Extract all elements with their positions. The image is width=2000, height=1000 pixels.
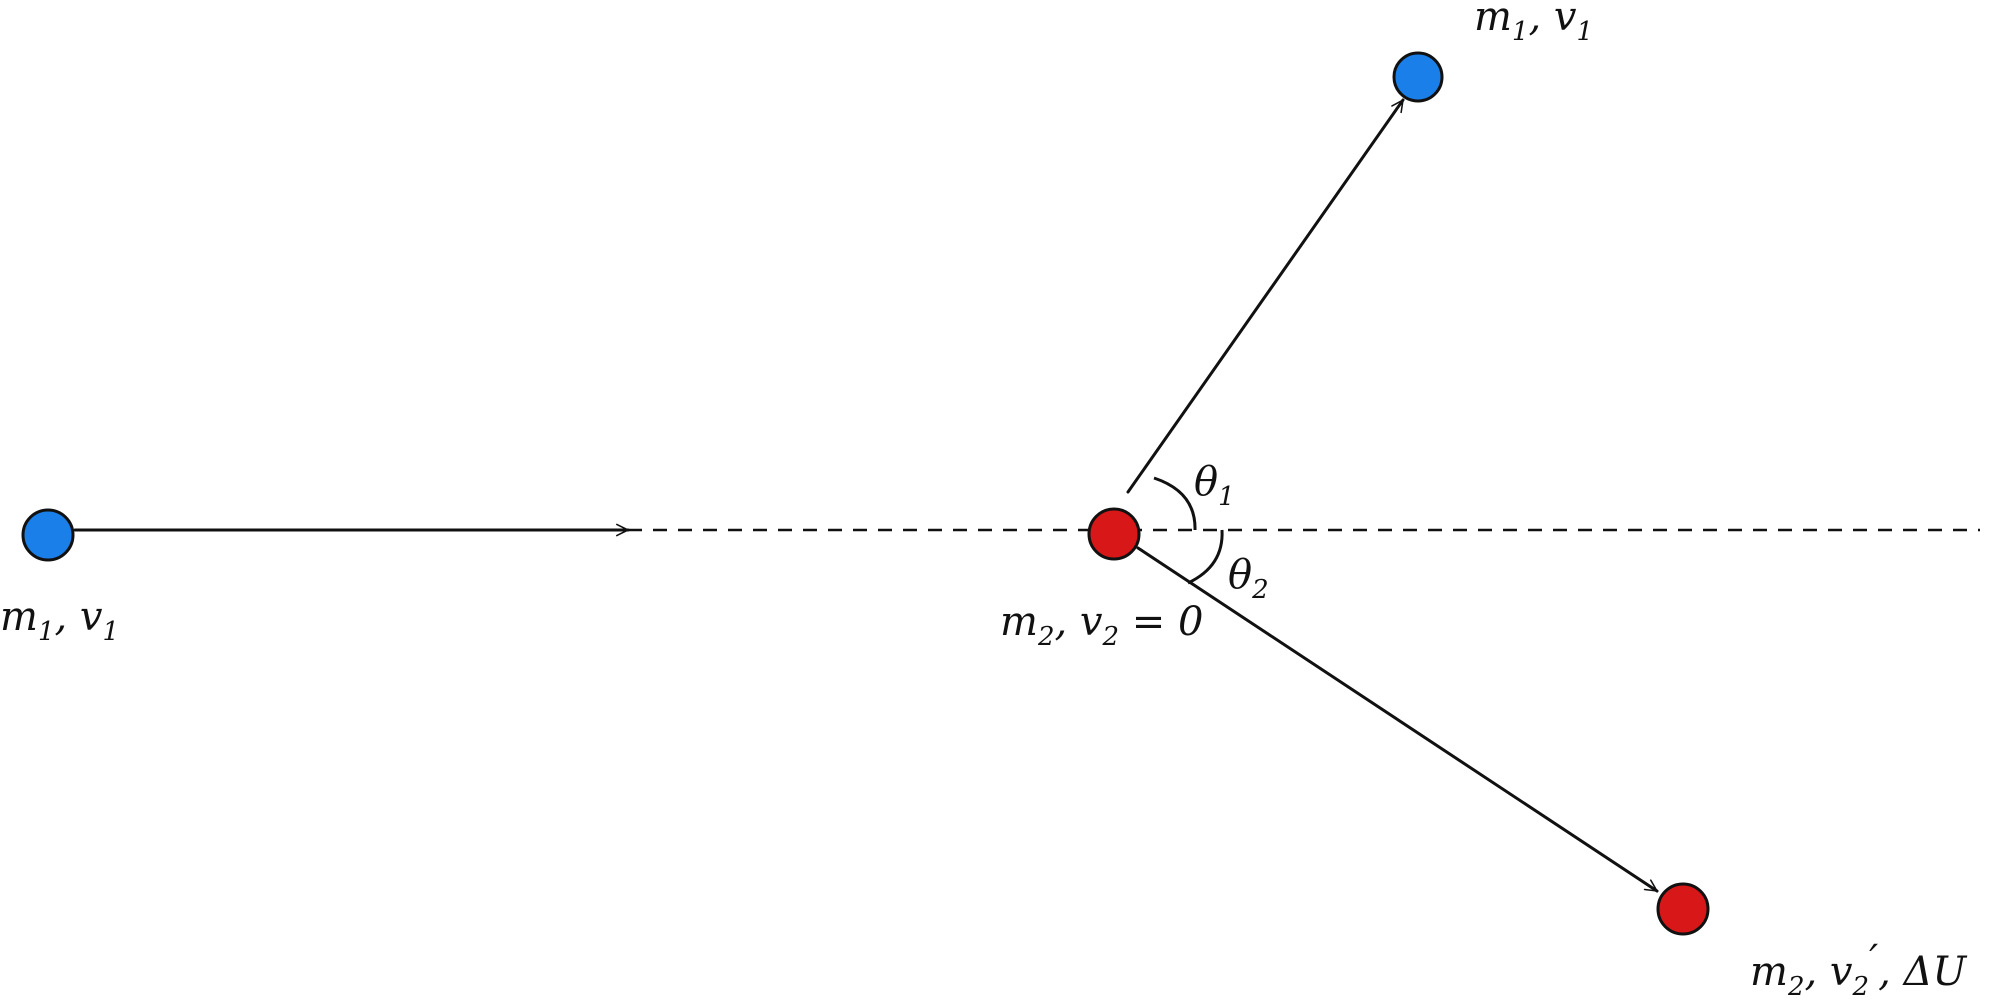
label-target-m2: m2, v2 = 0 (1000, 599, 1203, 652)
label-initial-m1: m1, v1 (0, 594, 119, 647)
label-scattered-m1: m1, v1′ (1474, 0, 1602, 47)
recoil-m2-velocity-arrow (1136, 546, 1659, 893)
ball-m2-recoil (1656, 882, 1710, 936)
scattered-m1-velocity-arrow (1126, 98, 1405, 494)
theta1-angle-arc (1153, 476, 1197, 531)
ball-m1-initial (21, 508, 75, 562)
label-theta1: θ1 (1194, 459, 1235, 512)
label-recoil-m2: m2, v2′, ΔU (1750, 937, 1967, 1000)
ball-m1-scattered (1392, 51, 1444, 103)
ball-m2-target (1087, 507, 1141, 561)
theta2-angle-arc (1187, 529, 1224, 585)
label-theta2: θ2 (1228, 552, 1269, 605)
